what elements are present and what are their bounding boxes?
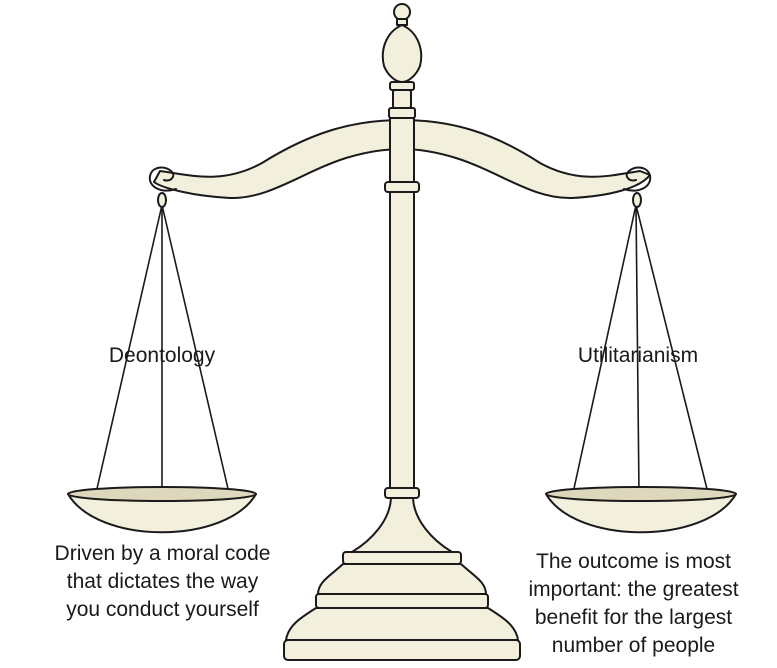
description-line: important: the greatest [528, 578, 739, 601]
base-plate [283, 639, 521, 661]
deontology-label: Deontology [108, 344, 216, 367]
utilitarianism-label: Utilitarianism [577, 344, 699, 367]
description-line: Driven by a moral code [54, 542, 271, 565]
description-line: that dictates the way [66, 570, 259, 593]
description-line: The outcome is most [536, 550, 731, 573]
left-ring [157, 192, 167, 208]
left-pan [67, 486, 257, 534]
right-pan [545, 486, 737, 534]
right-pan-strings [572, 204, 709, 495]
scale-beam [153, 119, 651, 200]
utilitarianism-description: The outcome is most important: the great… [490, 548, 777, 660]
right-ring [632, 192, 642, 208]
left-pan-strings [95, 204, 230, 495]
right-hook [623, 166, 652, 192]
left-hook [148, 166, 177, 192]
finial-knob [393, 3, 411, 21]
description-line: benefit for the largest [534, 606, 733, 629]
base-neck [351, 497, 453, 553]
deontology-description: Driven by a moral code that dictates the… [0, 540, 325, 624]
description-line: you conduct yourself [66, 598, 259, 621]
finial-body [381, 24, 423, 83]
description-line: number of people [551, 634, 716, 657]
central-column [389, 117, 415, 499]
